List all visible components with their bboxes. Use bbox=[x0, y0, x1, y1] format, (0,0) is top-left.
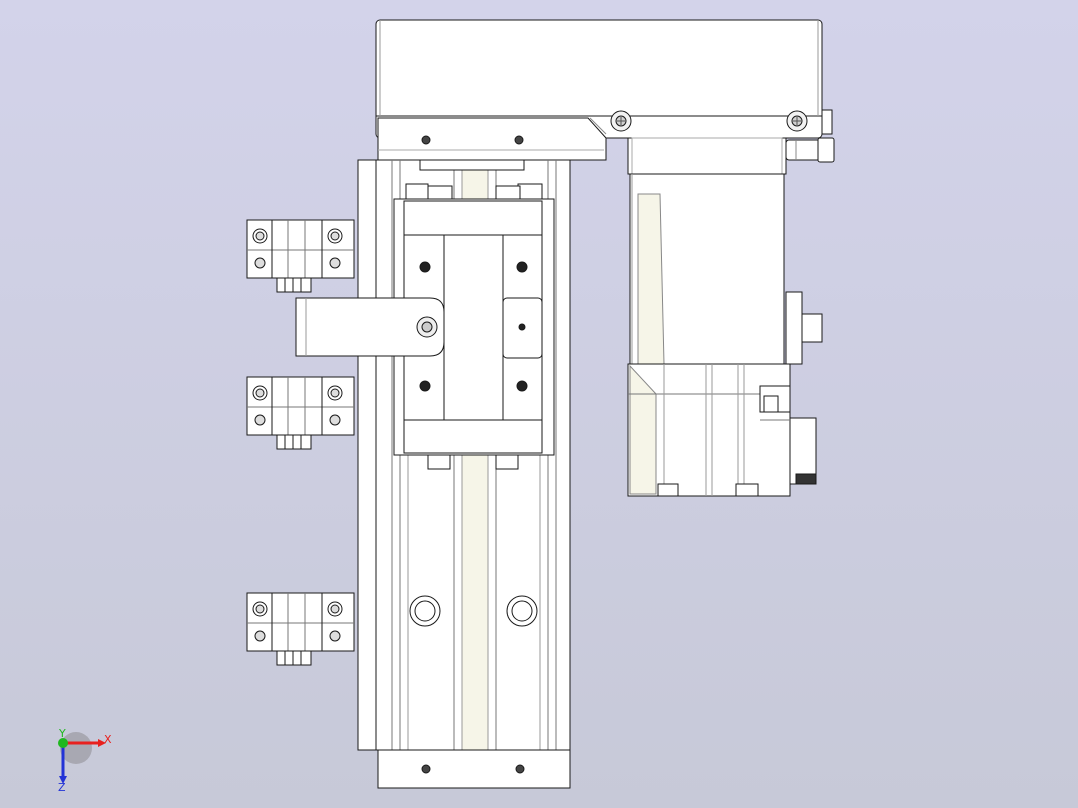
motor-assembly[interactable] bbox=[627, 137, 823, 497]
axis-triad: X Y Z bbox=[58, 727, 112, 794]
y-axis-label: Y bbox=[58, 727, 66, 740]
screw-icon bbox=[518, 323, 526, 331]
button-screw-icon bbox=[610, 110, 632, 132]
z-axis-label: Z bbox=[58, 781, 66, 794]
screw-icon bbox=[419, 261, 431, 273]
mount-hole-icon bbox=[506, 595, 538, 627]
screw-icon bbox=[515, 764, 525, 774]
sensor-clamp[interactable] bbox=[246, 592, 355, 666]
button-screw-icon bbox=[416, 316, 438, 338]
screw-icon bbox=[514, 135, 524, 145]
mount-hole-icon bbox=[409, 595, 441, 627]
screw-icon bbox=[421, 764, 431, 774]
sensor-clamp[interactable] bbox=[246, 219, 355, 293]
bottom-end-plate[interactable] bbox=[377, 749, 571, 789]
screw-icon bbox=[419, 380, 431, 392]
screw-icon bbox=[421, 135, 431, 145]
button-screw-icon bbox=[786, 110, 808, 132]
arm-plate[interactable] bbox=[295, 297, 445, 357]
screw-icon bbox=[516, 380, 528, 392]
top-housing[interactable] bbox=[375, 19, 835, 163]
screw-icon bbox=[516, 261, 528, 273]
x-axis-label: X bbox=[104, 733, 112, 746]
sensor-clamp[interactable] bbox=[246, 376, 355, 450]
